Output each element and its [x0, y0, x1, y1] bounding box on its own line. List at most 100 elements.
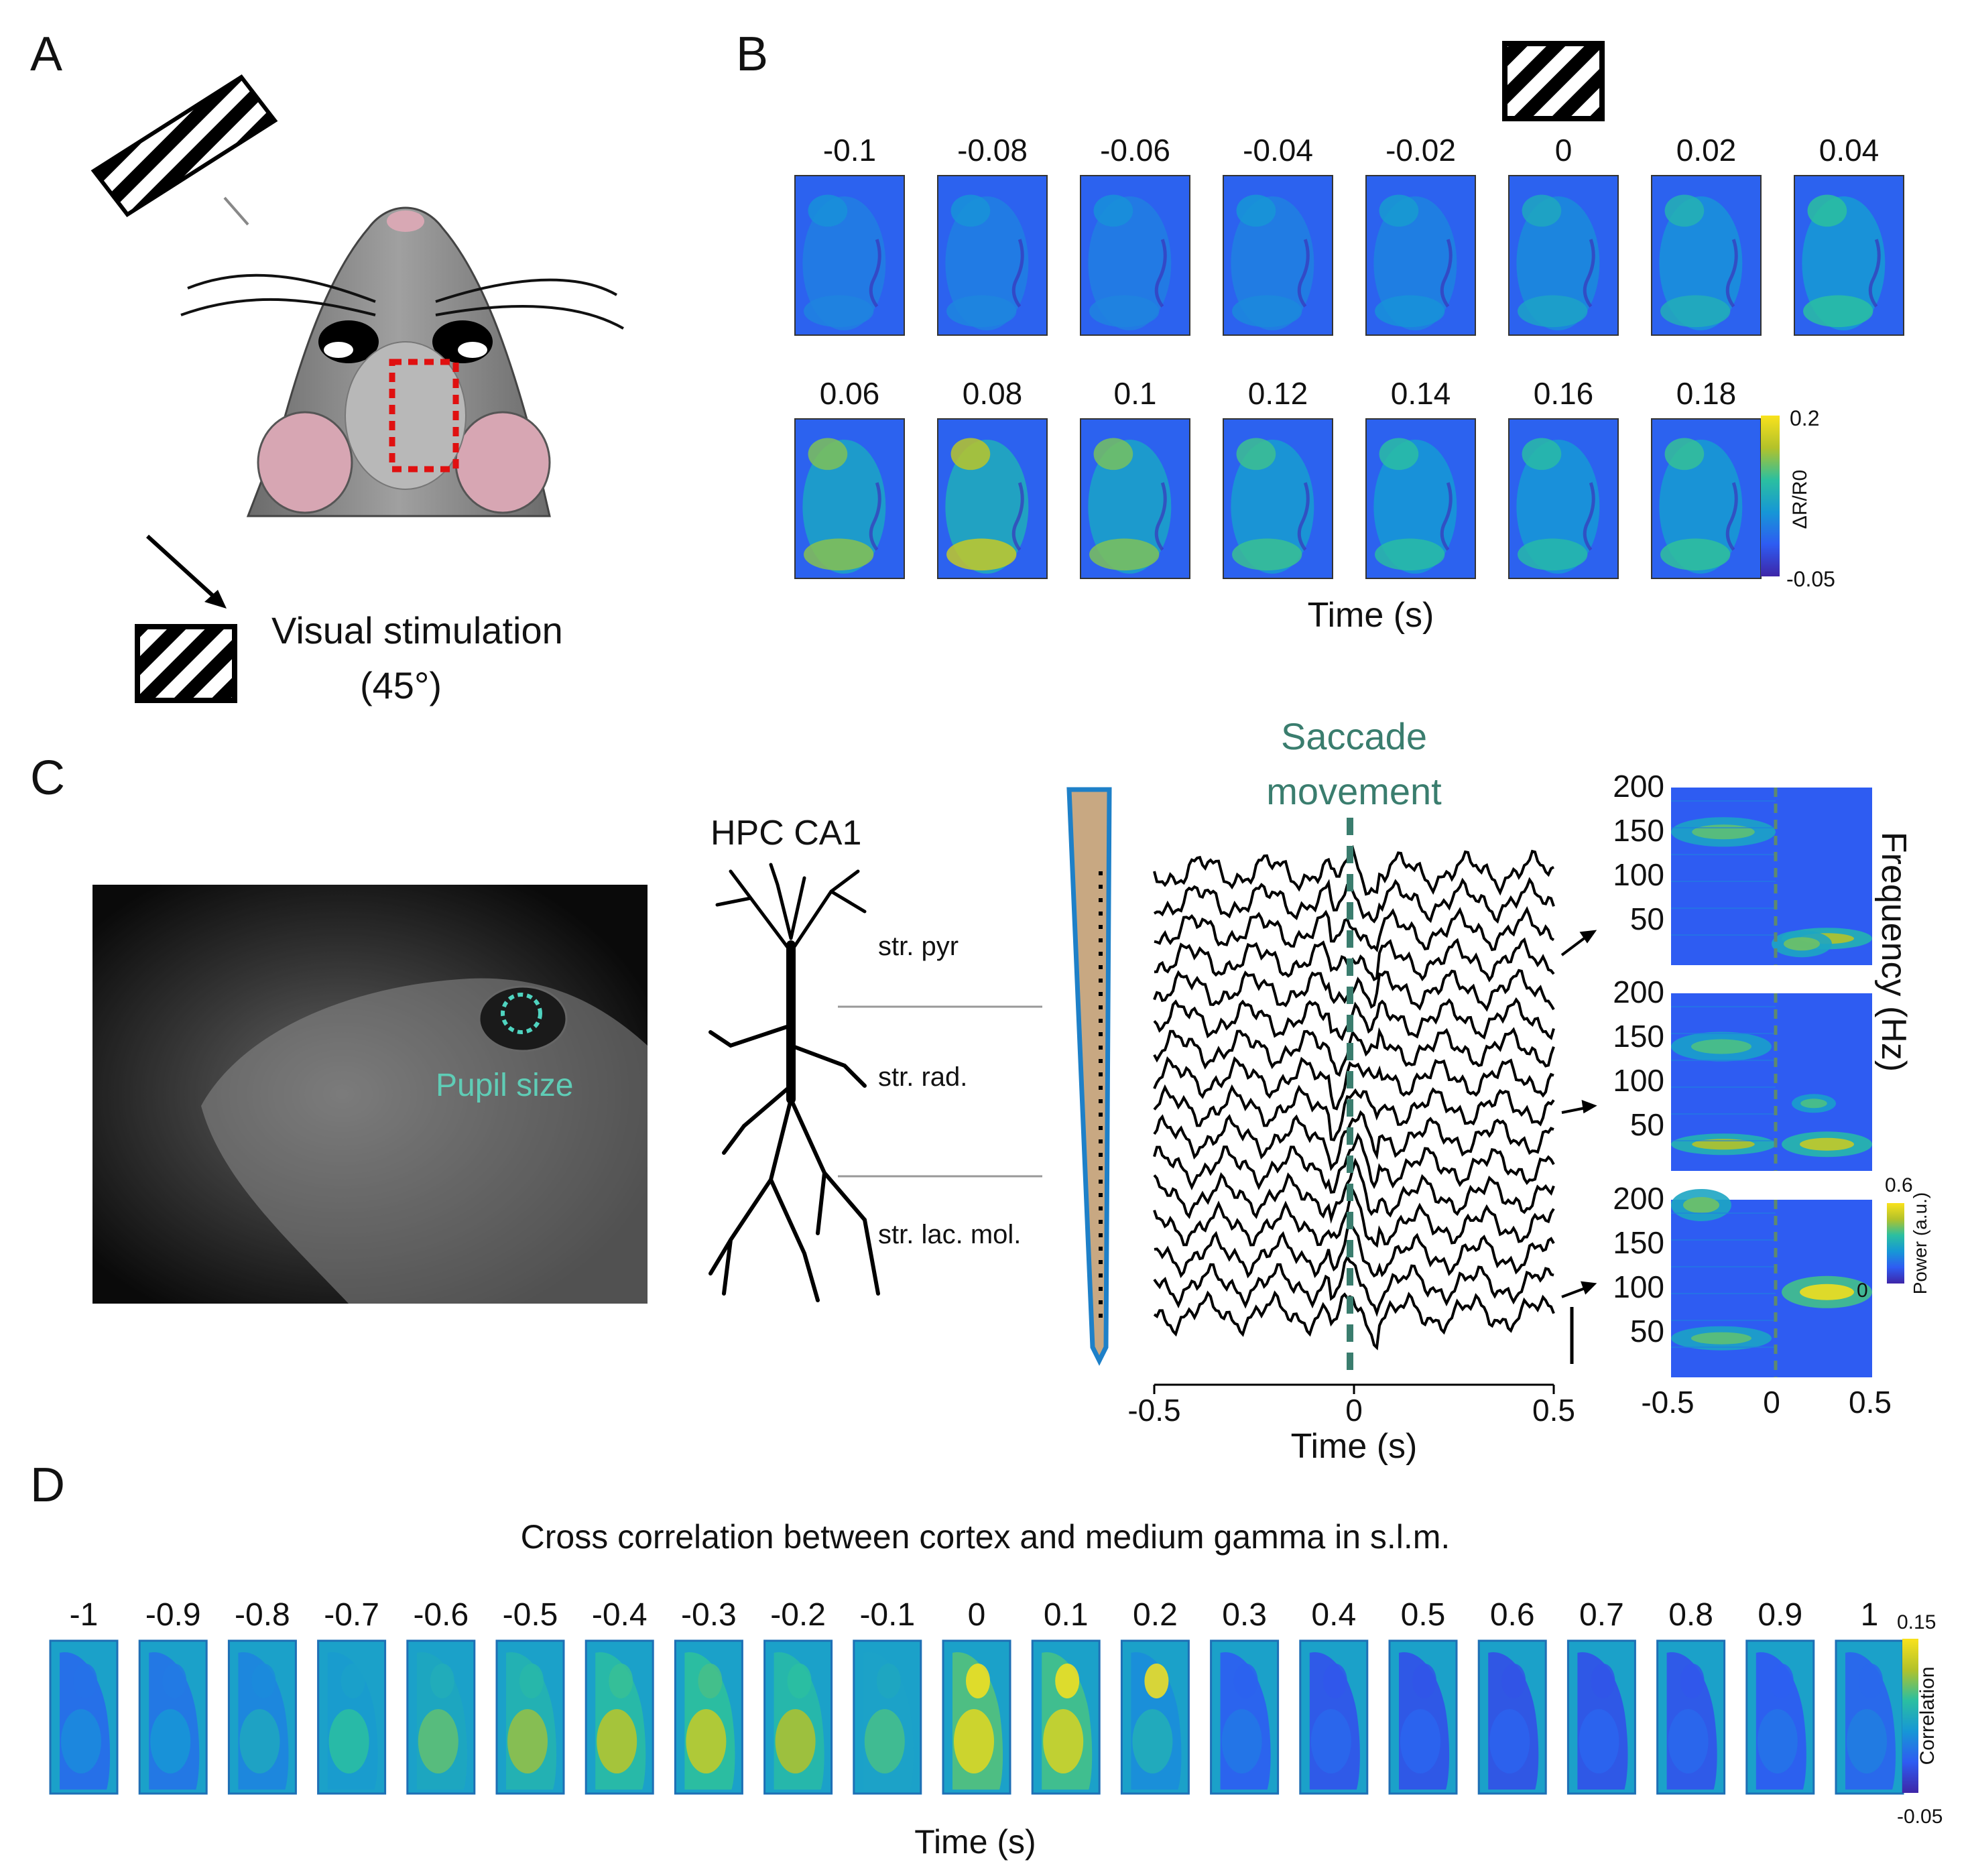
lag-label: 0.6: [1490, 1597, 1535, 1633]
stimulus-angle: (45°): [360, 664, 442, 706]
frame-time-label: -0.06: [1100, 133, 1170, 168]
pupil-size-label: Pupil size: [436, 1068, 573, 1103]
lag-label: 0: [968, 1597, 986, 1633]
correlation-frame: -0.4: [584, 1597, 654, 1795]
correlation-colorbar-max: 0.15: [1897, 1611, 1936, 1633]
rat-eye-photo: Pupil size: [93, 885, 648, 1304]
panel-letter-b: B: [736, 27, 768, 81]
freq-tick: 50: [1630, 901, 1664, 936]
frame-time-label: 0.02: [1676, 133, 1737, 168]
correlation-frame: 0: [942, 1597, 1011, 1795]
ca1-neuron-illustration: [709, 863, 880, 1302]
correlation-frame: -0.3: [674, 1597, 743, 1795]
correlation-frame: 1: [1835, 1597, 1904, 1795]
correlation-frame: 0.1: [1031, 1597, 1101, 1795]
correlation-frame: -0.9: [138, 1597, 208, 1795]
colorbar-max: 0.2: [1790, 406, 1819, 430]
frame-time-label: 0.12: [1248, 376, 1308, 411]
correlation-frame: 0.7: [1566, 1597, 1636, 1795]
correlation-frame: 0.2: [1120, 1597, 1190, 1795]
spec-tick: 0.5: [1849, 1385, 1892, 1420]
frame-time-label: -0.04: [1243, 133, 1313, 168]
lag-label: 0.7: [1579, 1597, 1624, 1633]
panel-a: A Visual stimulation (45°): [30, 27, 624, 706]
freq-tick: 100: [1613, 857, 1664, 892]
panel-d-title: Cross correlation between cortex and med…: [521, 1518, 1451, 1556]
frame-time-label: 0.18: [1676, 376, 1737, 411]
lag-label: 0.9: [1758, 1597, 1802, 1633]
freq-tick: 150: [1613, 813, 1664, 848]
correlation-frame: 0.9: [1745, 1597, 1815, 1795]
layer-label-pyr: str. pyr: [878, 932, 959, 961]
colorbar-label: ΔR/R0: [1789, 470, 1811, 529]
correlation-frame: 0.8: [1656, 1597, 1726, 1795]
correlation-frame: -1: [49, 1597, 119, 1795]
lfp-trace: [1153, 1290, 1555, 1351]
lag-label: -0.8: [235, 1597, 290, 1633]
lfp-trace: [1153, 1027, 1555, 1077]
correlation-frame: 0.6: [1477, 1597, 1547, 1795]
panel-b: B -0.1 -0.08 -0.06 -0.04 -0.02 0 0.02 0.04 0.06 0…: [736, 27, 1904, 635]
spec-tick: 0: [1763, 1385, 1780, 1420]
correlation-frame: -0.2: [763, 1597, 833, 1795]
dff-frame: -0.08: [937, 133, 1048, 336]
lfp-trace: [1153, 1110, 1554, 1172]
lag-label: 0.2: [1133, 1597, 1178, 1633]
lfp-trace: [1153, 845, 1554, 896]
stimulus-arrow: [145, 534, 223, 605]
lag-label: 1: [1861, 1597, 1879, 1633]
gaze-arrow: [223, 196, 249, 226]
lag-label: -0.6: [413, 1597, 469, 1633]
dff-frame: 0.08: [937, 376, 1048, 579]
dff-frame: -0.06: [1080, 133, 1190, 336]
frame-time-label: -0.1: [823, 133, 876, 168]
freq-tick: 50: [1630, 1107, 1664, 1142]
lfp-trace: [1153, 1186, 1555, 1248]
freq-tick: 150: [1613, 1225, 1664, 1260]
dff-frame: 0.18: [1651, 376, 1762, 579]
correlation-frame: -0.7: [317, 1597, 387, 1795]
frame-time-label: -0.02: [1386, 133, 1456, 168]
lfp-traces: [1153, 845, 1555, 1351]
frame-time-label: -0.08: [957, 133, 1028, 168]
frame-time-label: 0.16: [1534, 376, 1594, 411]
lfp-trace: [1153, 1084, 1555, 1141]
trace-x-axis: -0.5 0 0.5 Time (s): [1127, 1383, 1575, 1466]
stimulus-label: Visual stimulation: [271, 609, 563, 651]
dff-frame: 0.12: [1223, 376, 1333, 579]
lag-label: -0.5: [503, 1597, 558, 1633]
lag-label: -0.4: [592, 1597, 648, 1633]
power-colorbar-label: Power (a.u.): [1910, 1192, 1930, 1295]
grating-stimulus-icon: [135, 624, 237, 703]
panel-b-xlabel: Time (s): [1308, 596, 1434, 635]
lag-label: -0.7: [324, 1597, 379, 1633]
lfp-trace: [1154, 906, 1555, 952]
dff-frame-grid: -0.1 -0.08 -0.06 -0.04 -0.02 0 0.02 0.04 0.06 0.0…: [794, 133, 1904, 579]
saccade-label-line1: Saccade: [1281, 715, 1427, 757]
correlation-frame-row: -1 -0.9 -0.8 -0.7 -0.6 -0.5 -0.4 -0.3 -0.2 -0.1 0 0…: [49, 1597, 1904, 1795]
frame-time-label: 0.14: [1391, 376, 1451, 411]
lfp-trace: [1153, 1132, 1555, 1194]
dff-frame: 0: [1508, 133, 1619, 336]
spec-tick: -0.5: [1641, 1385, 1694, 1420]
lag-label: -0.2: [770, 1597, 826, 1633]
power-colorbar-max: 0.6: [1885, 1174, 1913, 1196]
layer-label-rad: str. rad.: [878, 1062, 967, 1092]
dff-frame: 0.02: [1651, 133, 1762, 336]
lfp-trace: [1153, 1056, 1554, 1111]
dff-frame: 0.04: [1794, 133, 1904, 336]
freq-tick: 200: [1613, 769, 1664, 804]
frame-time-label: 0.08: [963, 376, 1023, 411]
panel-letter-a: A: [30, 27, 62, 81]
freq-tick: 100: [1613, 1063, 1664, 1098]
freq-tick: 50: [1630, 1314, 1664, 1349]
lag-label: -1: [70, 1597, 99, 1633]
correlation-frame: -0.1: [853, 1597, 922, 1795]
correlation-frame: -0.8: [227, 1597, 297, 1795]
frame-time-label: 0.06: [820, 376, 880, 411]
freq-tick: 100: [1613, 1269, 1664, 1304]
panel-c: C Pupil size HPC CA1 str. pyr str. rad. …: [30, 715, 1930, 1466]
spectrogram: 200 150 100 50: [1613, 769, 1872, 965]
grating-stimulus-icon: [1502, 41, 1605, 121]
